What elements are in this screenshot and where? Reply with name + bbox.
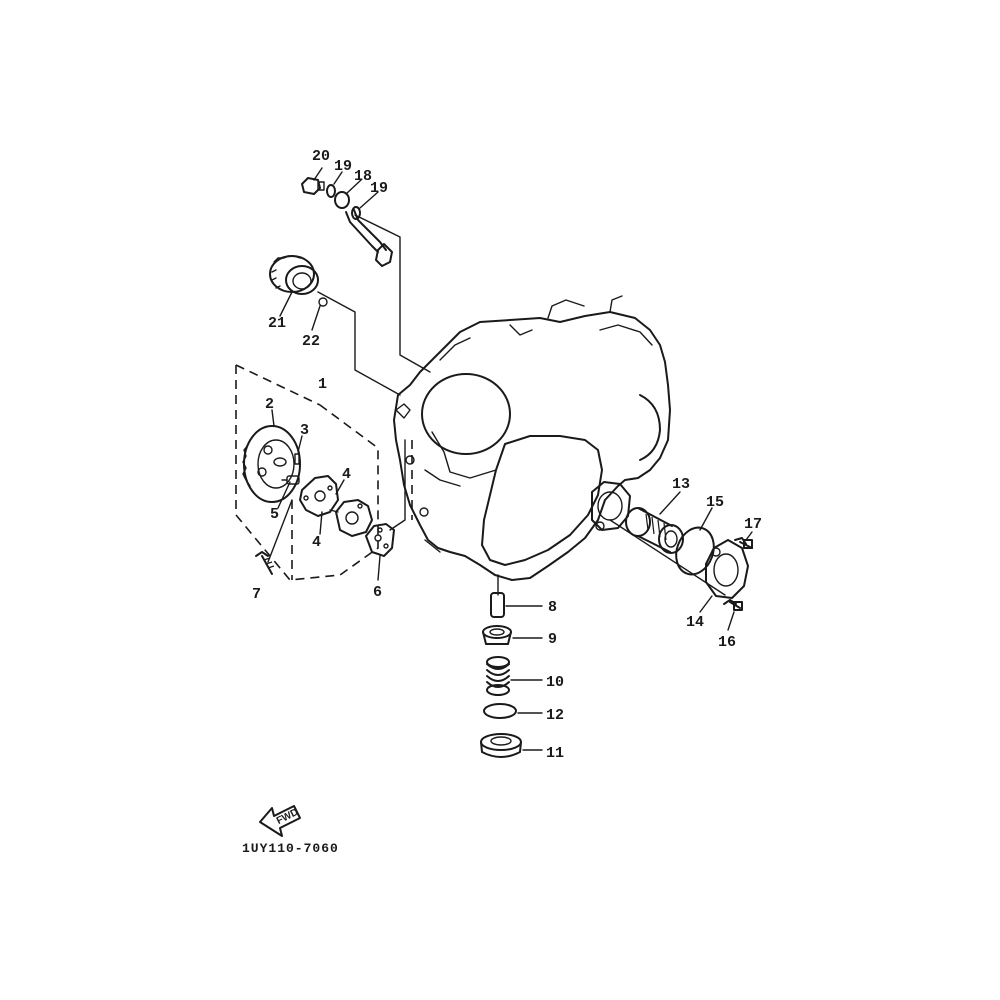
union-bolt — [301, 177, 325, 195]
callout-leaders — [271, 167, 753, 751]
mounting-bolt — [255, 551, 275, 575]
o-ring-12 — [483, 703, 517, 719]
callout-21: 21 — [268, 315, 286, 332]
callout-labels: 1 2 3 4 4 5 6 7 8 9 10 11 12 13 14 15 16… — [252, 148, 762, 762]
washer-19b — [351, 206, 361, 220]
callout-20: 20 — [312, 148, 330, 165]
callout-3: 3 — [300, 422, 309, 439]
bolt-16 — [723, 599, 743, 611]
strainer-housing-9 — [482, 625, 512, 645]
oil-filter-13 — [625, 507, 684, 554]
pump-gasket — [365, 523, 395, 557]
drive-gear — [269, 255, 319, 295]
pump-gear — [242, 425, 301, 503]
pump-body — [329, 499, 373, 537]
oil-delivery-pipe — [334, 191, 393, 267]
circlip — [318, 297, 328, 307]
callout-4a: 4 — [342, 466, 351, 483]
callout-14: 14 — [686, 614, 704, 631]
callout-15: 15 — [706, 494, 724, 511]
callout-9: 9 — [548, 631, 557, 648]
callout-5: 5 — [270, 506, 279, 523]
callout-2: 2 — [265, 396, 274, 413]
callout-6: 6 — [373, 584, 382, 601]
washer-19a — [326, 184, 336, 198]
callout-19b: 19 — [370, 180, 388, 197]
pump-cover-plate — [299, 475, 339, 517]
callout-7: 7 — [252, 586, 261, 603]
forward-arrow-icon: FWD — [259, 805, 301, 837]
assembly-lines — [267, 214, 726, 596]
filter-cover-14 — [705, 539, 749, 599]
callout-12: 12 — [546, 707, 564, 724]
crankcase-cover — [393, 295, 671, 581]
drain-plug-11 — [480, 733, 522, 758]
pump-shaft — [281, 475, 300, 485]
pin — [294, 453, 300, 465]
drawing-code: 1UY110-7060 — [242, 841, 339, 856]
callout-4b: 4 — [312, 534, 321, 551]
callout-11: 11 — [546, 745, 564, 762]
callout-13: 13 — [672, 476, 690, 493]
callout-18: 18 — [354, 168, 372, 185]
callout-1: 1 — [318, 376, 327, 393]
callout-19a: 19 — [334, 158, 352, 175]
o-ring-15 — [675, 526, 715, 576]
callout-17: 17 — [744, 516, 762, 533]
spring-10 — [486, 656, 510, 696]
callout-22: 22 — [302, 333, 320, 350]
oil-pump-assembly-frame — [235, 364, 379, 581]
callout-16: 16 — [718, 634, 736, 651]
bolt-17 — [734, 537, 753, 549]
pipe-8 — [490, 592, 505, 618]
callout-8: 8 — [548, 599, 557, 616]
callout-10: 10 — [546, 674, 564, 691]
